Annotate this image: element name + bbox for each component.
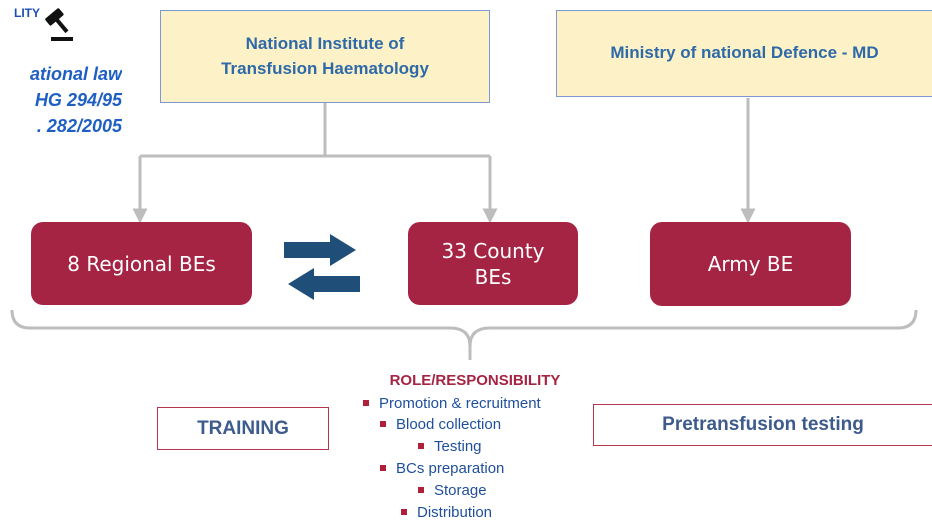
gavel-icon [44,6,80,49]
role-item-label: Promotion & recruitment [379,395,541,412]
role-item: Distribution [401,504,492,521]
role-item-label: Distribution [417,504,493,521]
bullet-icon [380,421,386,428]
role-item-label: BCs preparation [396,460,505,477]
bullet-icon [363,400,369,407]
right-arrow-icon [284,234,356,266]
institute-label: National Institute of Transfusion Haemat… [221,33,429,78]
county-be-label: 33 County BEs [441,238,545,289]
bullet-icon [380,465,386,472]
role-item: Promotion & recruitment [363,395,541,412]
grouping-bracket [10,309,918,347]
role-item-label: Testing [434,438,482,455]
army-be-box: Army BE [650,222,851,306]
army-be-label: Army BE [707,252,794,276]
county-be-box: 33 County BEs [408,222,578,305]
training-box: TRAINING [157,407,329,450]
regional-be-box: 8 Regional BEs [31,222,252,305]
law-line-1: ational law [29,64,122,84]
role-item: Testing [418,438,482,455]
role-item: Blood collection [380,416,501,433]
ministry-label: Ministry of national Defence - MD [610,43,879,63]
bullet-icon [418,443,424,450]
left-arrow-icon [288,268,360,300]
law-line-3: . 282/2005 [36,116,122,136]
pretransfusion-box: Pretransfusion testing [593,404,932,446]
role-item-label: Storage [434,482,487,499]
role-title: ROLE/RESPONSIBILITY [389,372,561,389]
responsibility-label-fragment: LITY [14,6,40,20]
role-item: BCs preparation [380,460,504,477]
pretransfusion-label: Pretransfusion testing [662,414,864,435]
ministry-box: Ministry of national Defence - MD [556,10,932,97]
role-item: Storage [418,482,487,499]
bullet-icon [401,509,407,516]
law-line-2: HG 294/95 [34,90,122,110]
regional-be-label: 8 Regional BEs [67,251,216,276]
role-item-label: Blood collection [396,416,502,433]
institute-box: National Institute of Transfusion Haemat… [160,10,490,103]
training-label: TRAINING [197,417,289,439]
bullet-icon [418,487,424,494]
exchange-arrows [284,234,360,300]
